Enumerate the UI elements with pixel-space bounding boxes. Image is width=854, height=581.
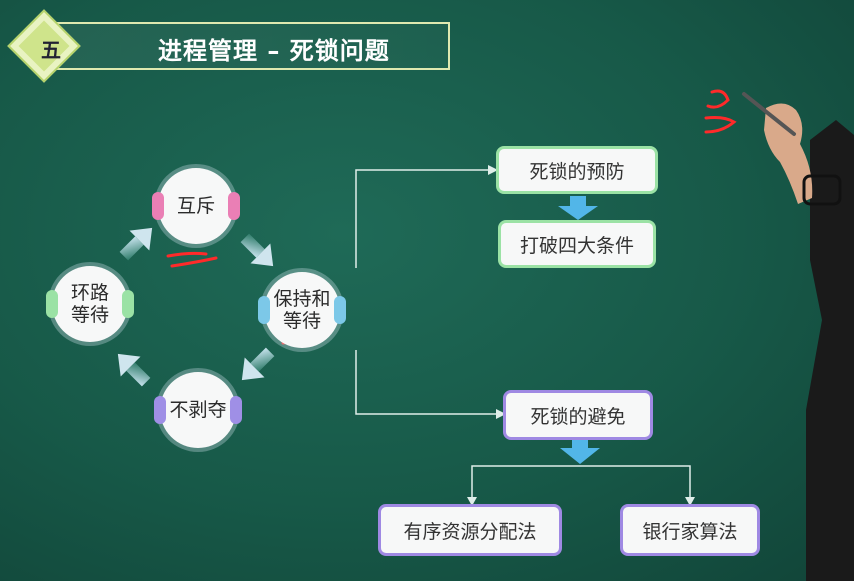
box-deadlock-avoidance-label: 死锁的避免 — [530, 405, 626, 428]
box-break-conditions: 打破四大条件 — [498, 220, 656, 268]
connector-avoidance — [355, 350, 496, 415]
node-no-preemption: 不剥夺 — [154, 372, 242, 448]
node-mutex-label: 互斥 — [176, 195, 215, 217]
branch-connector — [471, 465, 691, 500]
box-deadlock-prevention-label: 死锁的预防 — [529, 160, 625, 183]
node-circular-label-1: 环路 — [70, 282, 109, 304]
down-arrow-avoidance — [560, 440, 600, 464]
section-number: 五 — [41, 38, 61, 62]
page-title: 进程管理 – 死锁问题 — [158, 37, 390, 65]
cycle-arrow-2 — [241, 347, 275, 381]
box-bankers-algorithm: 银行家算法 — [620, 504, 760, 556]
cycle-arrow-1 — [240, 233, 274, 267]
box-deadlock-prevention: 死锁的预防 — [496, 146, 658, 194]
connector-prevention — [355, 169, 488, 268]
node-hold-label-2: 等待 — [282, 310, 321, 332]
node-circular-label-2: 等待 — [70, 304, 109, 326]
box-ordered-allocation: 有序资源分配法 — [378, 504, 562, 556]
box-bankers-algorithm-label: 银行家算法 — [642, 520, 738, 543]
node-circular-wait: 环路 等待 — [46, 266, 134, 342]
cycle-arrow-3 — [117, 353, 151, 387]
presenter-image — [742, 92, 854, 581]
box-deadlock-avoidance: 死锁的避免 — [503, 390, 653, 440]
cycle-arrow-4 — [119, 227, 153, 261]
node-no-preemption-label: 不剥夺 — [169, 399, 227, 421]
node-hold-label-1: 保持和 — [273, 288, 331, 310]
node-hold-and-wait: 保持和 等待 — [258, 272, 346, 348]
box-break-conditions-label: 打破四大条件 — [519, 234, 634, 257]
node-mutex: 互斥 — [152, 168, 240, 244]
down-arrow-prevention — [558, 196, 598, 220]
title-bar — [48, 22, 450, 70]
box-ordered-allocation-label: 有序资源分配法 — [403, 520, 537, 543]
